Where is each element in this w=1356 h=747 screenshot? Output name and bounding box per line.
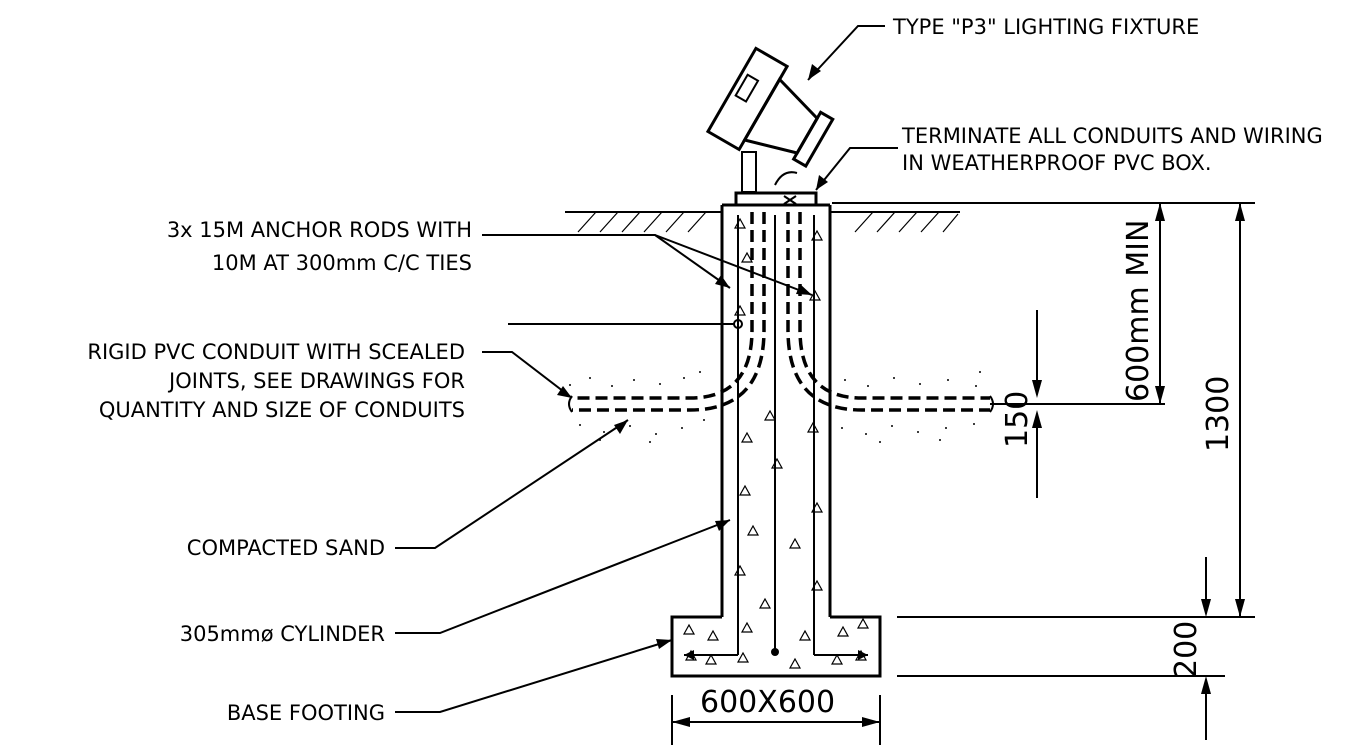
base-footing-label: BASE FOOTING xyxy=(227,701,385,725)
conduit-label-line3: QUANTITY AND SIZE OF CONDUITS xyxy=(99,398,465,422)
terminate-label-line1: TERMINATE ALL CONDUITS AND WIRING xyxy=(901,124,1323,148)
base-footing xyxy=(670,615,882,678)
compacted-sand-stipple xyxy=(569,371,981,443)
pvc-conduits xyxy=(568,212,994,413)
min-depth-dimension: 600mm MIN xyxy=(1121,220,1156,402)
cylinder-label: 305mmø CYLINDER xyxy=(180,622,385,646)
fixture-label: TYPE "P3" LIGHTING FIXTURE xyxy=(892,15,1199,39)
total-height-dimension: 1300 xyxy=(1201,376,1236,452)
conduit-label-line1: RIGID PVC CONDUIT WITH SCEALED xyxy=(87,340,465,364)
conduit-depth-dimension: 150 xyxy=(1000,391,1035,448)
conduit-label-line2: JOINTS, SEE DRAWINGS FOR xyxy=(167,369,465,393)
footing-height-dimension: 200 xyxy=(1169,621,1204,678)
anchor-rods xyxy=(684,215,868,660)
anchor-rods-label-line2: 10M AT 300mm C/C TIES xyxy=(212,251,472,275)
lighting-fixture xyxy=(705,46,835,193)
compacted-sand-label: COMPACTED SAND xyxy=(187,536,385,560)
footing-size-dimension: 600X600 xyxy=(700,685,835,720)
leader-lines xyxy=(395,25,898,713)
anchor-rods-label-line1: 3x 15M ANCHOR RODS WITH xyxy=(167,218,472,242)
terminate-label-line2: IN WEATHERPROOF PVC BOX. xyxy=(902,151,1212,175)
weatherproof-pvc-box xyxy=(734,191,818,207)
ground-line xyxy=(565,211,960,233)
dimension-lines xyxy=(671,202,1255,745)
